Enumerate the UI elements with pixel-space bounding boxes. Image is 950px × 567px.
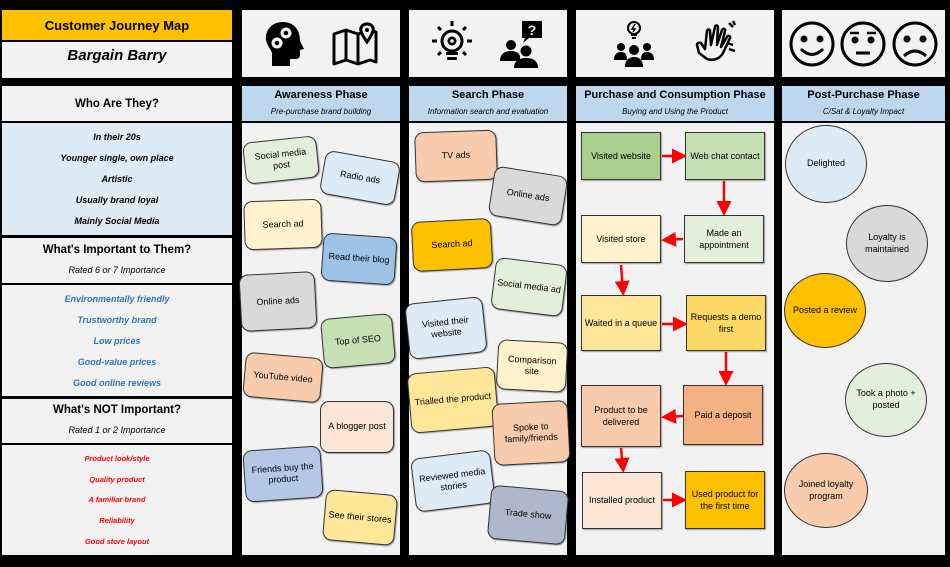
important-section-header: What's Important to Them? Rated 6 or 7 I… [2,237,232,283]
happy-face-icon [788,20,836,68]
touchpoint-card[interactable]: Social media post [242,135,320,185]
purchase-icons [576,10,774,77]
flow-arrow [661,231,684,247]
touchpoint-card[interactable]: Search ad [410,217,494,273]
lightbulb-gear-icon [430,19,474,69]
map-pin-icon [331,21,379,66]
phase-subtitle: Information search and evaluation [427,107,549,116]
not-important-section-header: What's NOT Important? Rated 1 or 2 Impor… [2,398,232,443]
phase-subtitle: Buying and Using the Product [622,107,728,116]
touchpoint-card[interactable]: Online ads [487,165,569,227]
not-important-subheading: Rated 1 or 2 Importance [68,425,166,435]
who-are-they-heading: Who Are They? [2,86,232,122]
hand-wave-icon [693,19,737,69]
phase-title: Search Phase [451,89,525,101]
search-icons: ? [409,10,567,77]
touchpoint-card[interactable]: A blogger post [320,401,394,453]
outcome-oval[interactable]: Loyalty is maintained [846,205,928,282]
flow-arrows [614,148,734,508]
journey-step[interactable]: Requests a demo first [686,295,766,351]
sad-face-icon [891,20,939,68]
phase-title: Post-Purchase Phase [807,89,920,101]
journey-step[interactable]: Made an appointment [684,215,764,263]
phase-header-purchase: Purchase and Consumption Phase Buying an… [576,86,774,122]
important-heading: What's Important to Them? [42,244,192,256]
touchpoint-card[interactable]: TV ads [414,129,498,183]
phase-title: Awareness Phase [274,89,368,101]
touchpoint-card[interactable]: Friends buy the product [242,445,324,503]
persona-name: Bargain Barry [2,42,232,78]
not-important-item: A familiar brand [88,495,146,505]
important-subheading: Rated 6 or 7 Importance [68,265,166,275]
important-item: Good-value prices [77,356,157,367]
touchpoint-card[interactable]: Social media ad [490,256,568,318]
post-purchase-icons [782,10,945,77]
not-important-item: Product look/style [84,453,150,463]
touchpoint-card[interactable]: YouTube video [242,351,324,404]
journey-step[interactable]: Waited in a queue [581,295,661,351]
not-important-item: Quality product [89,474,145,484]
persona-trait: Usually brand loyal [75,195,159,206]
touchpoint-card[interactable]: See their stores [321,488,399,547]
journey-step[interactable]: Used product for the first time [685,471,765,529]
important-item: Low prices [93,335,141,346]
people-question-icon: ? [496,19,546,69]
journey-step[interactable]: Visited website [581,132,661,180]
touchpoint-card[interactable]: Visited their website [404,296,488,360]
touchpoint-card[interactable]: Reviewed media stories [410,449,496,513]
outcome-oval[interactable]: Posted a review [784,273,866,348]
not-important-item: Good store layout [84,537,150,547]
phase-header-awareness: Awareness Phase Pre-purchase brand build… [242,86,400,122]
journey-step[interactable]: Product to be delivered [581,385,661,447]
outcome-oval[interactable]: Joined loyalty program [784,453,868,528]
journey-step[interactable]: Web chat contact [685,132,765,180]
journey-step[interactable]: Installed product [582,472,662,529]
phase-subtitle: C/Sat & Loyalty Impact [822,107,905,116]
persona-trait: Younger single, own place [60,152,174,163]
svg-text:?: ? [527,22,536,38]
touchpoint-card[interactable]: Read their blog [320,232,398,286]
head-gears-icon [263,20,309,68]
journey-step[interactable]: Visited store [581,215,661,263]
map-title: Customer Journey Map [2,10,232,41]
persona-trait: Mainly Social Media [74,216,160,227]
persona-trait: Artistic [101,173,133,184]
touchpoint-card[interactable]: Spoke to family/friends [491,400,571,466]
not-important-item: Reliability [99,516,135,526]
touchpoint-card[interactable]: Radio ads [318,149,402,207]
touchpoint-card[interactable]: Top of SEO [319,312,397,370]
important-item: Environmentally friendly [64,293,170,304]
outcome-oval[interactable]: Took a photo + posted [845,363,927,437]
phase-header-post-purchase: Post-Purchase Phase C/Sat & Loyalty Impa… [782,86,945,122]
persona-trait: In their 20s [93,131,141,142]
touchpoint-card[interactable]: Trade show [486,484,570,546]
not-important-heading: What's NOT Important? [53,404,181,416]
neutral-face-icon [839,20,887,68]
touchpoint-card[interactable]: Comparison site [495,339,569,393]
outcome-oval[interactable]: Delighted [785,125,867,203]
touchpoint-card[interactable]: Online ads [238,271,318,332]
important-item: Good online reviews [72,377,162,388]
awareness-icons [242,10,400,77]
phase-subtitle: Pre-purchase brand building [270,107,372,116]
journey-step[interactable]: Paid a deposit [683,385,763,445]
touchpoint-card[interactable]: Trialled the product [406,366,500,434]
phase-title: Purchase and Consumption Phase [584,89,766,101]
team-idea-icon [613,20,655,68]
important-item: Trustworthy brand [77,314,157,325]
flow-arrow [614,447,630,473]
flow-arrow [661,408,684,424]
phase-header-search: Search Phase Information search and eval… [409,86,567,122]
flow-arrow [614,264,630,296]
touchpoint-card[interactable]: Search ad [243,198,323,251]
